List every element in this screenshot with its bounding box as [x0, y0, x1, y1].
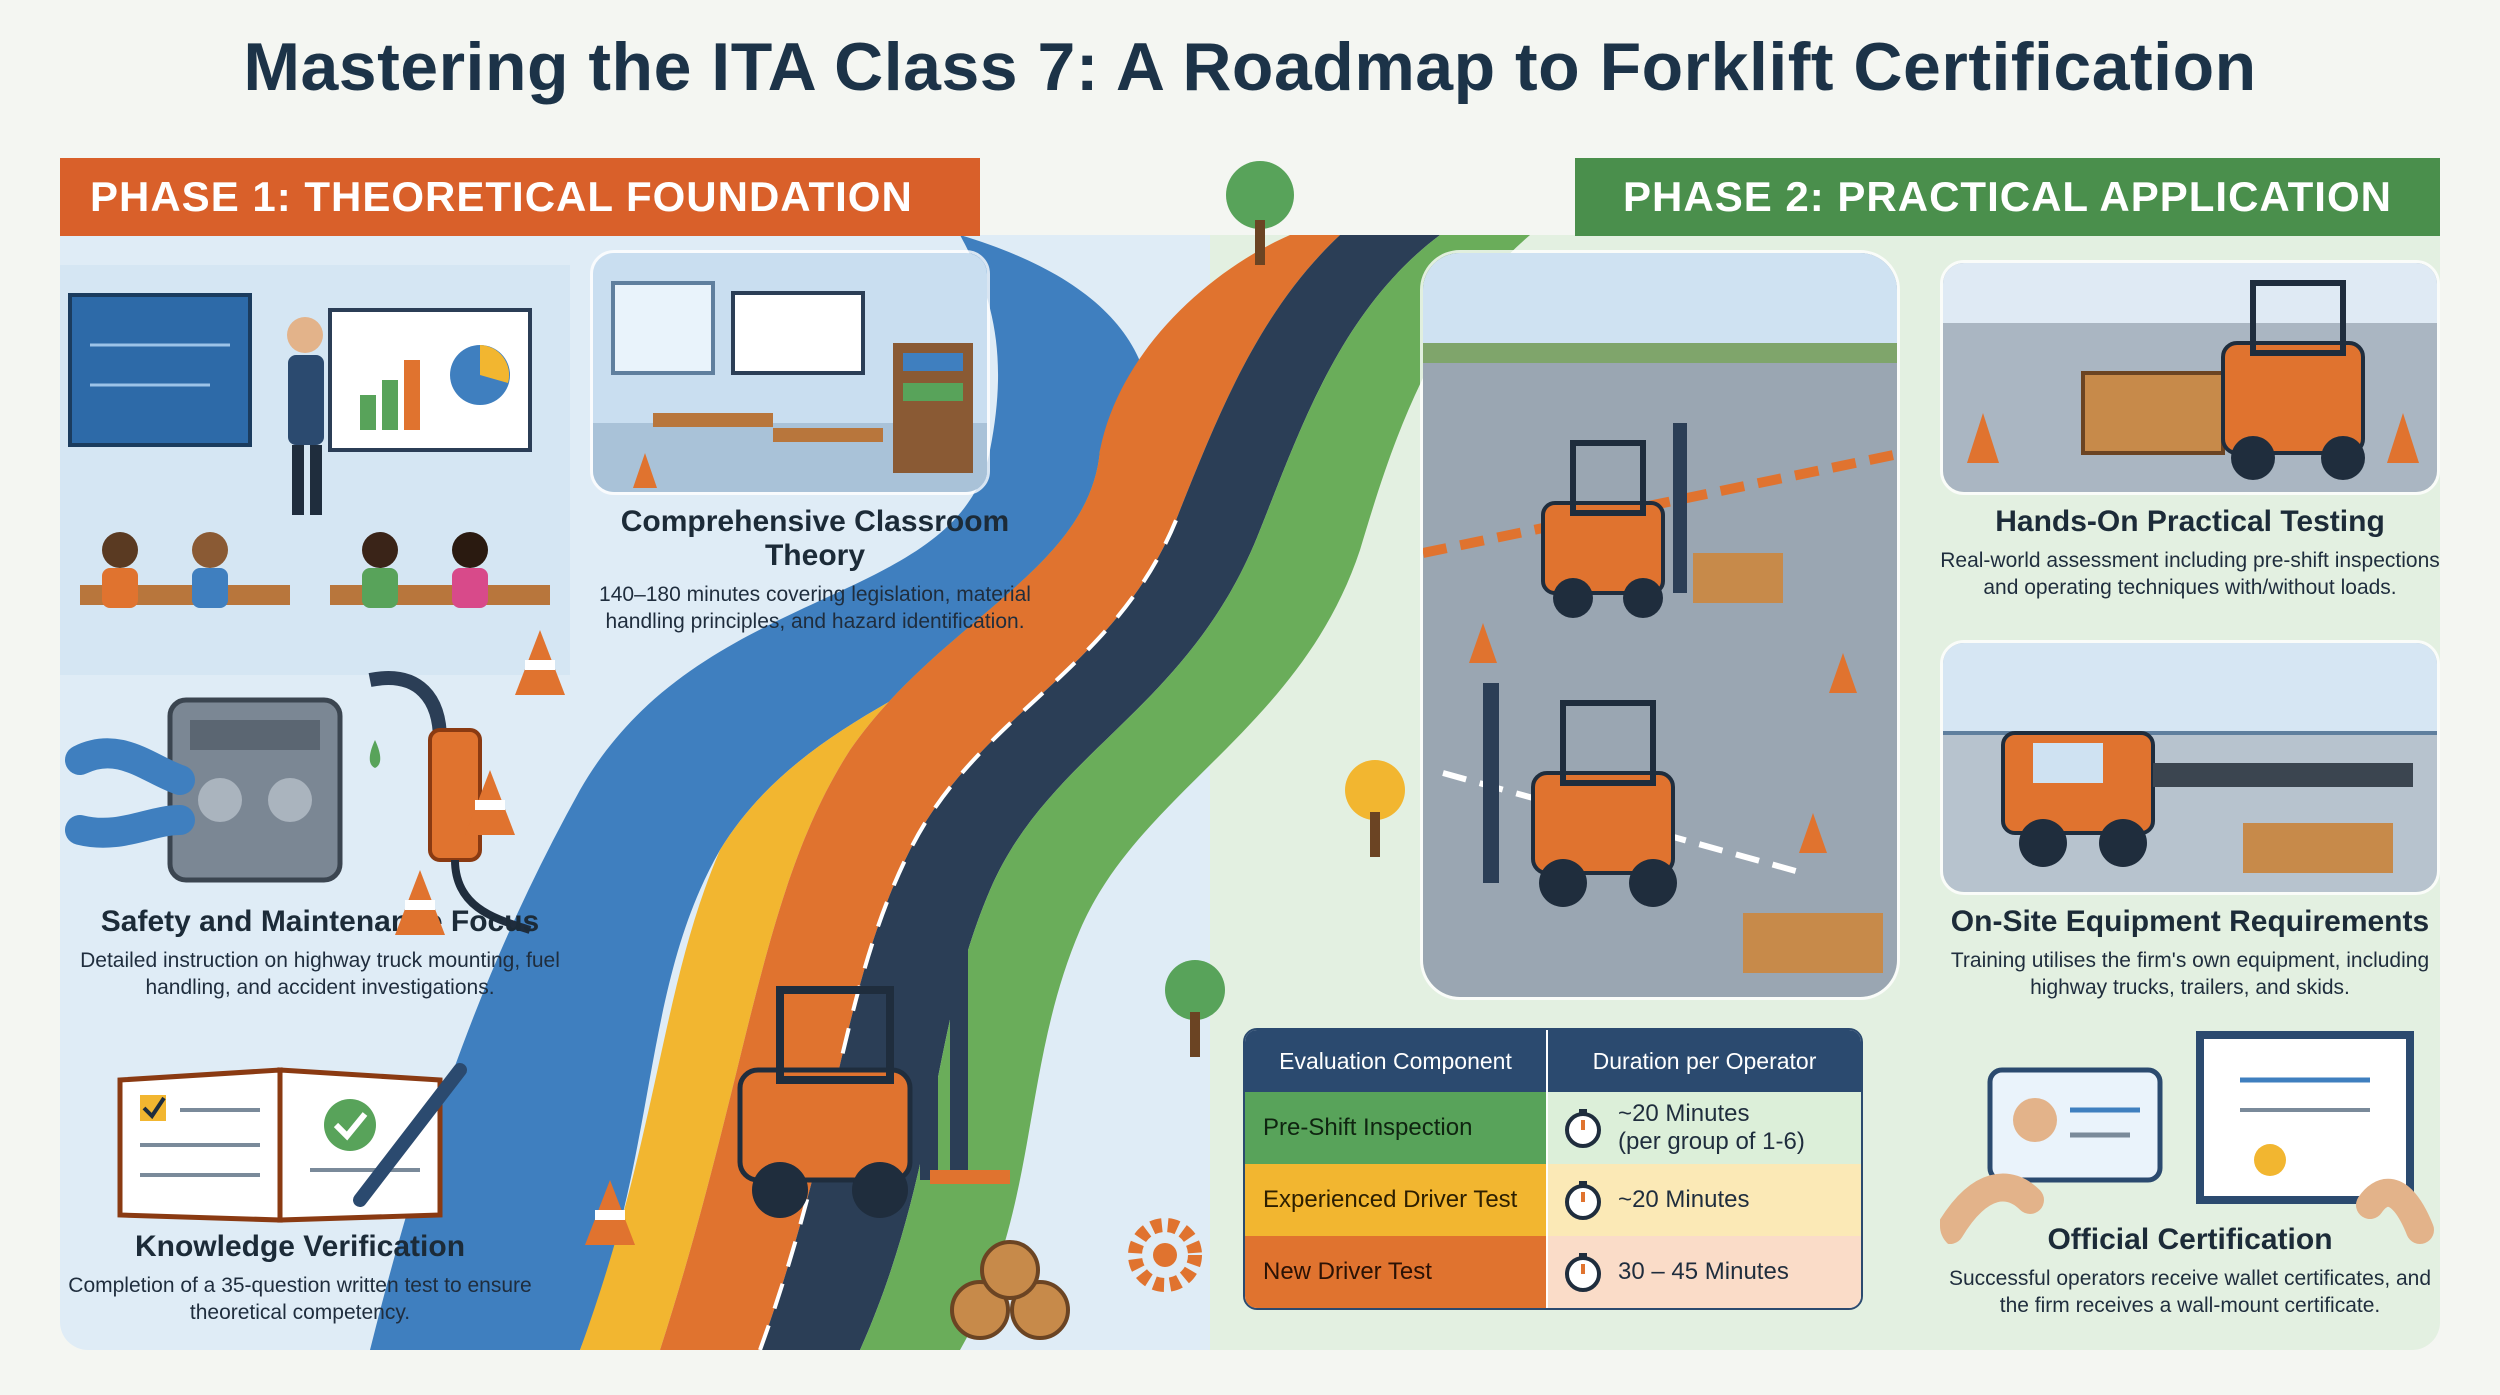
hands-on-testing-illustration [1940, 260, 2440, 495]
duration-value: ~20 Minutes [1618, 1186, 1750, 1213]
classroom-theory-illustration [590, 250, 990, 495]
hands-on-heading: Hands-On Practical Testing [1995, 505, 2385, 538]
knowledge-text: Completion of a 35-question written test… [68, 1274, 532, 1324]
stopwatch-icon [1565, 1253, 1602, 1292]
on-site-text: Training utilises the firm's own equipme… [1950, 949, 2430, 999]
duration-value: 30 – 45 Minutes [1618, 1258, 1789, 1285]
truck-trailer-illustration [1940, 640, 2440, 895]
forklift-yard-illustration [1420, 250, 1900, 1000]
stopwatch-icon [1565, 1181, 1602, 1220]
cone-icon [515, 630, 565, 695]
table-header-duration: Duration per Operator [1592, 1047, 1817, 1074]
phase2-banner: PHASE 2: PRACTICAL APPLICATION [1575, 158, 2440, 236]
table-cell-component: New Driver Test [1245, 1236, 1549, 1308]
table-cell-duration: ~20 Minutes [1548, 1164, 1861, 1236]
knowledge-caption: Knowledge Verification Completion of a 3… [60, 1230, 540, 1326]
page-title: Mastering the ITA Class 7: A Roadmap to … [243, 29, 2257, 105]
safety-text: Detailed instruction on highway truck mo… [80, 949, 560, 999]
safety-caption: Safety and Maintenance Focus Detailed in… [60, 905, 580, 1001]
safety-heading: Safety and Maintenance Focus [100, 905, 540, 938]
on-site-heading: On-Site Equipment Requirements [1950, 905, 2430, 938]
tree-icon [1345, 760, 1405, 857]
duration-value: ~20 Minutes [1618, 1100, 1750, 1127]
table-row: Experienced Driver Test ~20 Minutes [1245, 1164, 1861, 1236]
hands-on-caption: Hands-On Practical Testing Real-world as… [1940, 505, 2440, 601]
certification-text: Successful operators receive wallet cert… [1948, 1267, 2432, 1317]
cone-icon [465, 770, 515, 835]
duration-note: (per group of 1-6) [1618, 1128, 1805, 1155]
infographic: PHASE 1: THEORETICAL FOUNDATION PHASE 2:… [60, 150, 2440, 1350]
certificate-illustration [1940, 1030, 2440, 1250]
table-row: New Driver Test 30 – 45 Minutes [1245, 1236, 1861, 1308]
logs-icon [950, 1240, 1070, 1340]
table-header-row: Evaluation Component Duration per Operat… [1245, 1030, 1861, 1092]
certification-caption: Official Certification Successful operat… [1940, 1223, 2440, 1319]
engine-fuel-illustration [60, 650, 580, 1040]
classroom-caption: Comprehensive Classroom Theory 140–180 m… [580, 505, 1050, 635]
knowledge-heading: Knowledge Verification [134, 1230, 466, 1263]
cone-icon [585, 1180, 635, 1245]
tree-icon [1165, 960, 1225, 1057]
phase1-banner: PHASE 1: THEORETICAL FOUNDATION [60, 158, 980, 236]
stopwatch-icon [1565, 1109, 1602, 1148]
table-cell-duration: 30 – 45 Minutes [1548, 1236, 1861, 1308]
cone-icon [395, 870, 445, 935]
table-cell-component: Experienced Driver Test [1245, 1164, 1549, 1236]
table-cell-component: Pre-Shift Inspection [1245, 1092, 1549, 1164]
book-checklist-illustration [100, 1050, 480, 1230]
hands-on-text: Real-world assessment including pre-shif… [1940, 549, 2440, 599]
table-cell-duration: ~20 Minutes (per group of 1-6) [1548, 1092, 1861, 1164]
forklift-road-icon [737, 950, 1010, 1218]
classroom-text: 140–180 minutes covering legislation, ma… [599, 583, 1031, 633]
certification-heading: Official Certification [2047, 1223, 2333, 1256]
evaluation-table: Evaluation Component Duration per Operat… [1243, 1028, 1863, 1310]
classroom-illustration [60, 265, 570, 675]
on-site-caption: On-Site Equipment Requirements Training … [1930, 905, 2450, 1001]
classroom-heading: Comprehensive Classroom Theory [620, 505, 1010, 572]
table-header-component: Evaluation Component [1245, 1030, 1549, 1092]
table-row: Pre-Shift Inspection ~20 Minutes (per gr… [1245, 1092, 1861, 1164]
tree-icon [1226, 161, 1294, 265]
gear-icon [1128, 1218, 1202, 1292]
